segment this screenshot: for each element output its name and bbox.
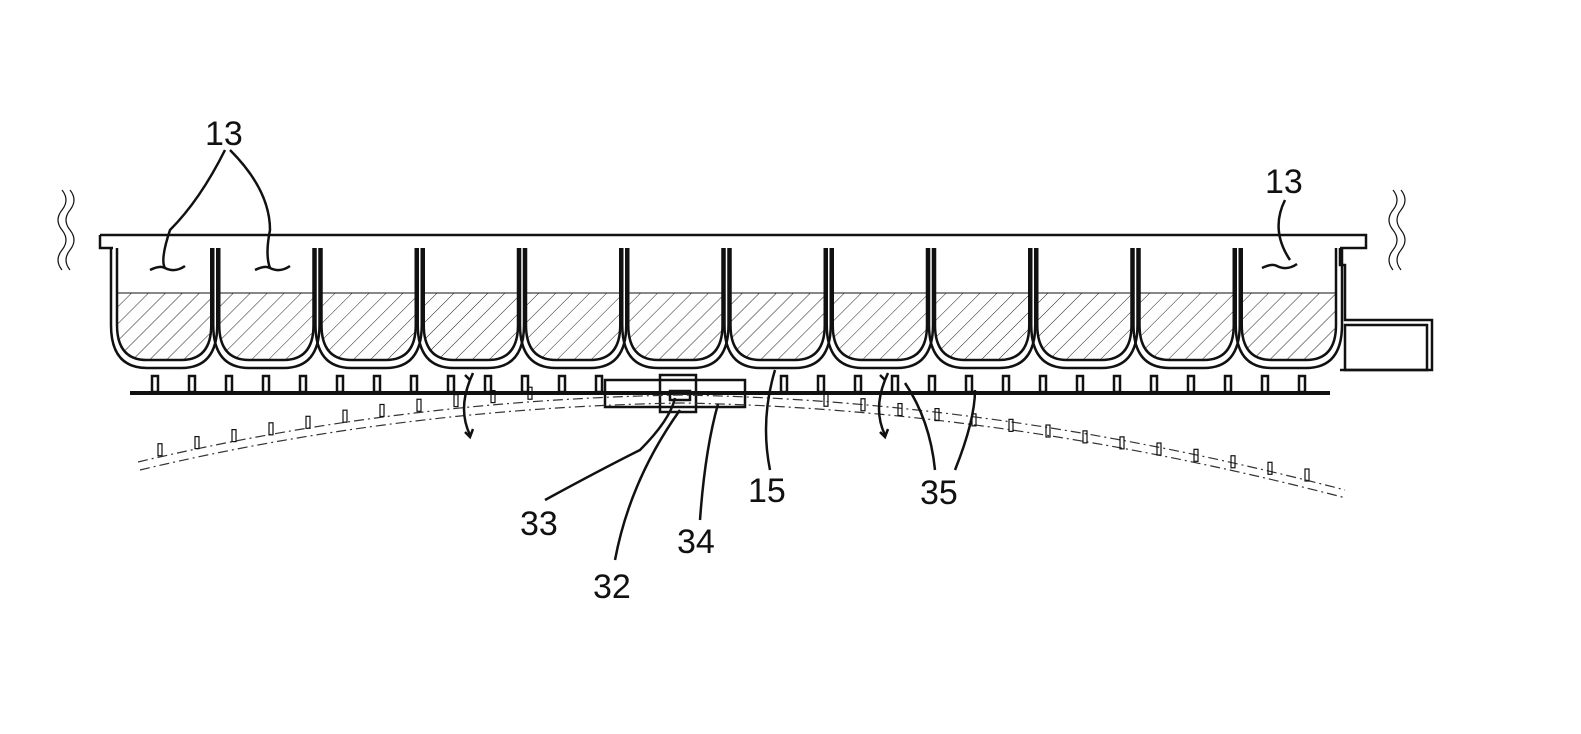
electrolyte-fill bbox=[1140, 293, 1234, 360]
fin bbox=[1262, 376, 1268, 392]
battery-cells bbox=[111, 248, 1342, 368]
deflected-position bbox=[138, 387, 1346, 498]
fin bbox=[189, 376, 195, 392]
deflected-fin bbox=[454, 395, 458, 407]
fin bbox=[855, 376, 861, 392]
fin bbox=[781, 376, 787, 392]
electrolyte-fill bbox=[1242, 293, 1336, 360]
deflected-fin bbox=[1009, 419, 1013, 431]
deflected-fin bbox=[861, 399, 865, 411]
electrolyte-fill bbox=[424, 293, 518, 360]
electrolyte-fill bbox=[117, 293, 211, 360]
fin bbox=[892, 376, 898, 392]
electrolyte-fill bbox=[219, 293, 313, 360]
electrolyte-fill bbox=[935, 293, 1029, 360]
fin bbox=[1299, 376, 1305, 392]
electrolyte-fill bbox=[628, 293, 722, 360]
deflected-fin bbox=[1083, 431, 1087, 443]
label-15: 15 bbox=[748, 472, 786, 510]
deflected-fin bbox=[824, 394, 828, 406]
electrolyte-fill bbox=[322, 293, 416, 360]
fin bbox=[559, 376, 565, 392]
fin bbox=[929, 376, 935, 392]
deflected-fin bbox=[1305, 469, 1309, 481]
fin bbox=[1225, 376, 1231, 392]
deflected-fin bbox=[306, 416, 310, 428]
fin bbox=[300, 376, 306, 392]
waves-left bbox=[58, 190, 74, 270]
label-13-left: 13 bbox=[205, 115, 243, 153]
fin bbox=[522, 376, 528, 392]
fin bbox=[1151, 376, 1157, 392]
deflected-fin bbox=[158, 444, 162, 456]
fin bbox=[966, 376, 972, 392]
electrolyte-fill bbox=[526, 293, 620, 360]
fin bbox=[152, 376, 158, 392]
fin bbox=[596, 376, 602, 392]
deflected-fin bbox=[380, 404, 384, 416]
fin bbox=[263, 376, 269, 392]
fin bbox=[1077, 376, 1083, 392]
deflected-fin bbox=[898, 404, 902, 416]
fin bbox=[374, 376, 380, 392]
deflected-fin bbox=[935, 409, 939, 421]
fin bbox=[818, 376, 824, 392]
electrolyte-fill bbox=[1037, 293, 1131, 360]
fin bbox=[1114, 376, 1120, 392]
deflected-bar-lower bbox=[140, 403, 1346, 498]
deflected-fin bbox=[1231, 456, 1235, 468]
deflected-fin bbox=[232, 430, 236, 442]
fin bbox=[226, 376, 232, 392]
fin bbox=[485, 376, 491, 392]
label-13-right: 13 bbox=[1265, 163, 1303, 201]
fin bbox=[1040, 376, 1046, 392]
label-35: 35 bbox=[920, 474, 958, 512]
electrolyte-fill bbox=[731, 293, 825, 360]
label-34: 34 bbox=[677, 523, 715, 561]
label-33: 33 bbox=[520, 505, 558, 543]
label-32: 32 bbox=[593, 568, 631, 606]
deflected-fin bbox=[195, 437, 199, 449]
electrolyte-fill bbox=[833, 293, 927, 360]
deflected-fin bbox=[269, 423, 273, 435]
cooling-fins bbox=[152, 376, 1305, 392]
fin bbox=[1003, 376, 1009, 392]
deflected-fin bbox=[343, 410, 347, 422]
deflected-fin bbox=[1268, 462, 1272, 474]
deflected-fin bbox=[417, 399, 421, 411]
waves-right bbox=[1389, 190, 1405, 270]
deflected-fin bbox=[1120, 437, 1124, 449]
deflected-fin bbox=[1157, 443, 1161, 455]
fin bbox=[337, 376, 343, 392]
fin bbox=[448, 376, 454, 392]
fin bbox=[1188, 376, 1194, 392]
fin bbox=[411, 376, 417, 392]
deflected-bar-upper bbox=[138, 395, 1345, 490]
